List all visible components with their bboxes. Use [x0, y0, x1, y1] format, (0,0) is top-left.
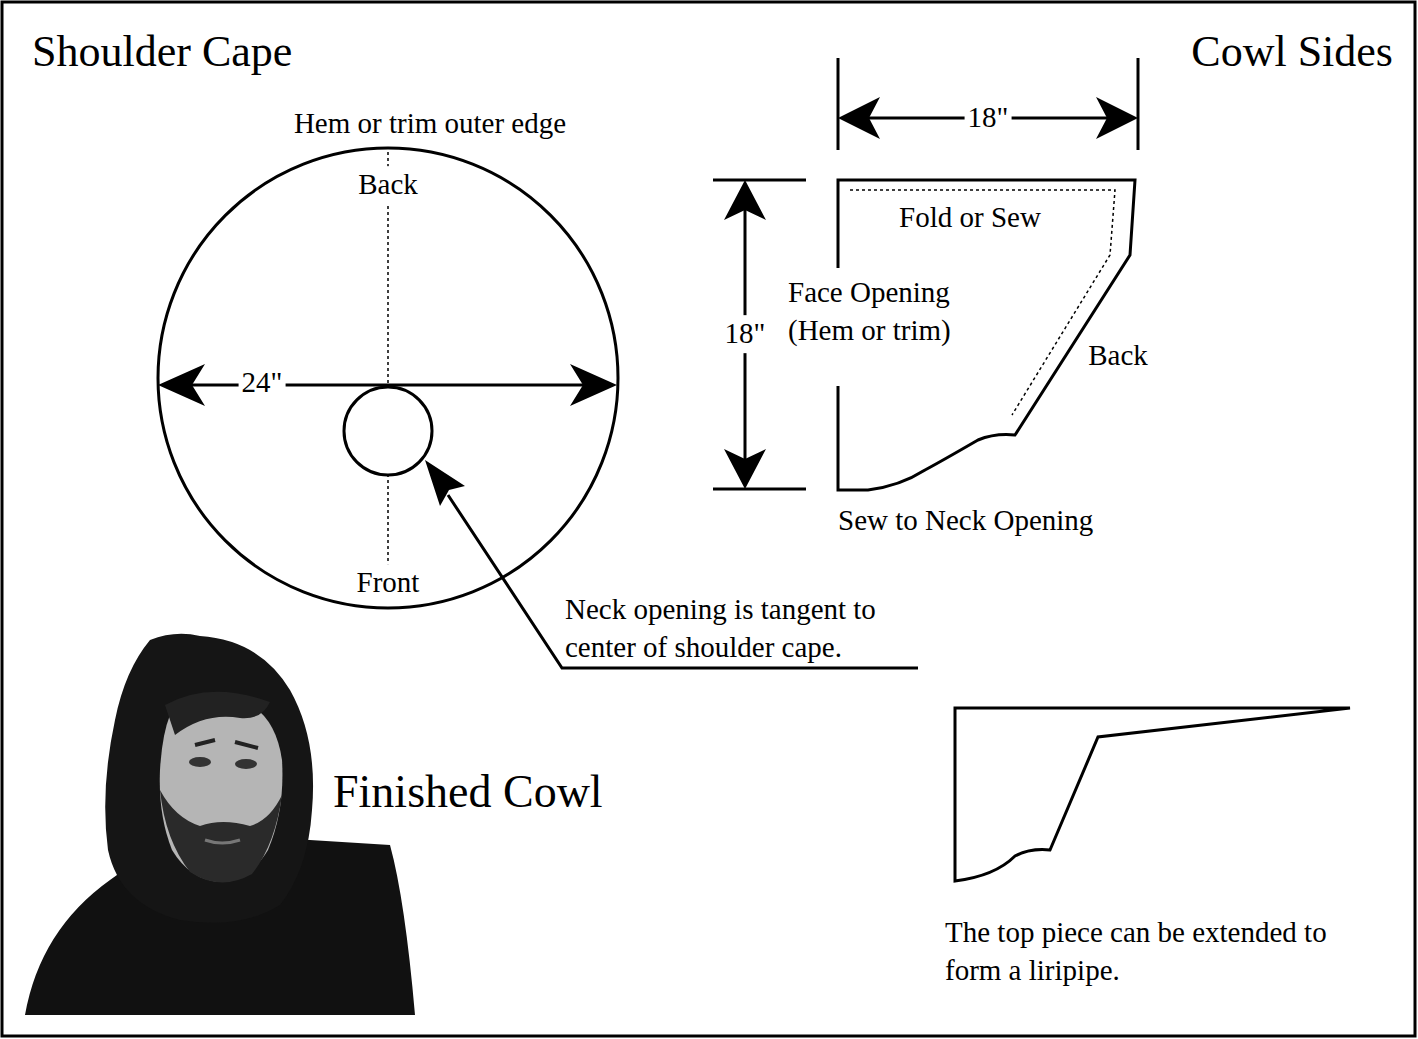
edge-label: Face Opening (Hem or trim) — [785, 274, 986, 349]
section-title: Shoulder Cape — [32, 23, 292, 80]
dimension-label: 24" — [239, 364, 286, 402]
arrowhead — [158, 364, 205, 406]
callout-note: Neck opening is tangent to center of sho… — [565, 591, 935, 666]
section-title: Cowl Sides — [1191, 23, 1393, 80]
shoulder-cape: Back 24" Front — [155, 151, 621, 609]
figure-title: Finished Cowl — [333, 762, 603, 822]
dimension-label: 18" — [965, 99, 1012, 137]
cape-circle — [158, 148, 618, 608]
extension-line — [1137, 58, 1140, 150]
edge-label: Back — [1088, 337, 1148, 375]
cowl-figure — [25, 634, 415, 1015]
extension-line — [713, 488, 806, 491]
arrowhead — [724, 180, 766, 220]
cowl-side: Fold or SewFace Opening (Hem or trim) Bac… — [780, 170, 1165, 500]
arrowhead — [838, 97, 880, 139]
extension-line — [837, 58, 840, 150]
liripipe-piece — [955, 708, 1350, 881]
note: The top piece can be extended to form a … — [945, 914, 1370, 989]
arrowhead — [425, 460, 465, 506]
arrowhead — [724, 449, 766, 489]
note: Sew to Neck Opening — [838, 502, 1093, 540]
center-line — [387, 474, 389, 566]
arrowhead — [570, 364, 617, 406]
neck-opening — [344, 387, 432, 475]
note: Hem or trim outer edge — [294, 105, 566, 143]
part-label: Front — [354, 564, 423, 602]
dimension-label: 18" — [722, 315, 769, 353]
cape-outline — [155, 151, 621, 609]
part-label: Back — [355, 166, 421, 204]
extension-line — [713, 179, 806, 182]
fold-label: Fold or Sew — [899, 199, 1041, 237]
arrowhead — [1096, 97, 1138, 139]
